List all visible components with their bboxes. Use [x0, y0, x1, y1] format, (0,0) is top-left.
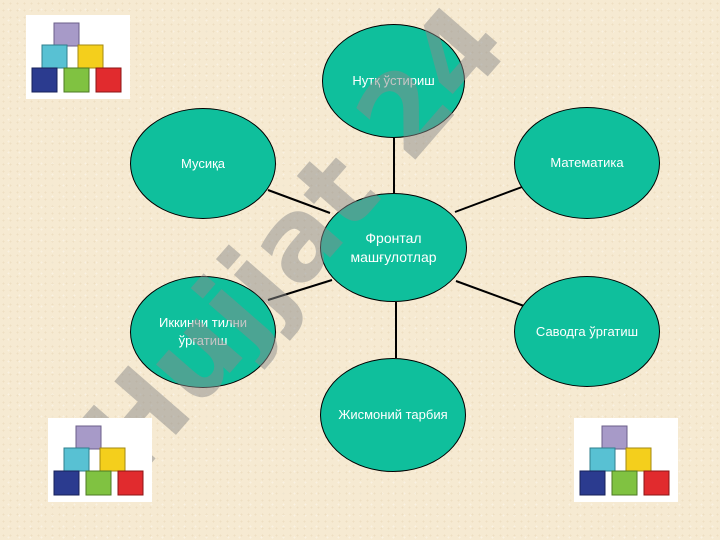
toy-blocks-icon	[574, 418, 678, 502]
toy-blocks-icon	[48, 418, 152, 502]
node-center: Фронтал машғулотлар	[320, 193, 467, 302]
node-literacy-label: Саводга ўргатиш	[535, 323, 639, 339]
connector-music	[267, 189, 331, 214]
node-second-language: Иккинчи тилни ўргатиш	[130, 276, 276, 388]
node-math: Математика	[514, 107, 660, 219]
node-speech-label: Нутқ ўстириш	[352, 73, 435, 89]
node-speech: Нутқ ўстириш	[322, 24, 465, 138]
node-physical: Жисмоний тарбия	[320, 358, 466, 472]
node-physical-label: Жисмоний тарбия	[338, 407, 448, 423]
connector-literacy	[455, 280, 525, 307]
node-math-label: Математика	[550, 155, 624, 171]
node-center-label: Фронтал машғулотлар	[350, 229, 437, 265]
connector-second-language	[267, 279, 333, 301]
node-music: Мусиқа	[130, 108, 276, 219]
node-literacy: Саводга ўргатиш	[514, 276, 660, 387]
node-music-label: Мусиқа	[180, 155, 225, 171]
toy-blocks-icon	[26, 15, 130, 99]
node-second-language-label: Иккинчи тилни ўргатиш	[158, 315, 248, 348]
connector-math	[454, 186, 523, 213]
